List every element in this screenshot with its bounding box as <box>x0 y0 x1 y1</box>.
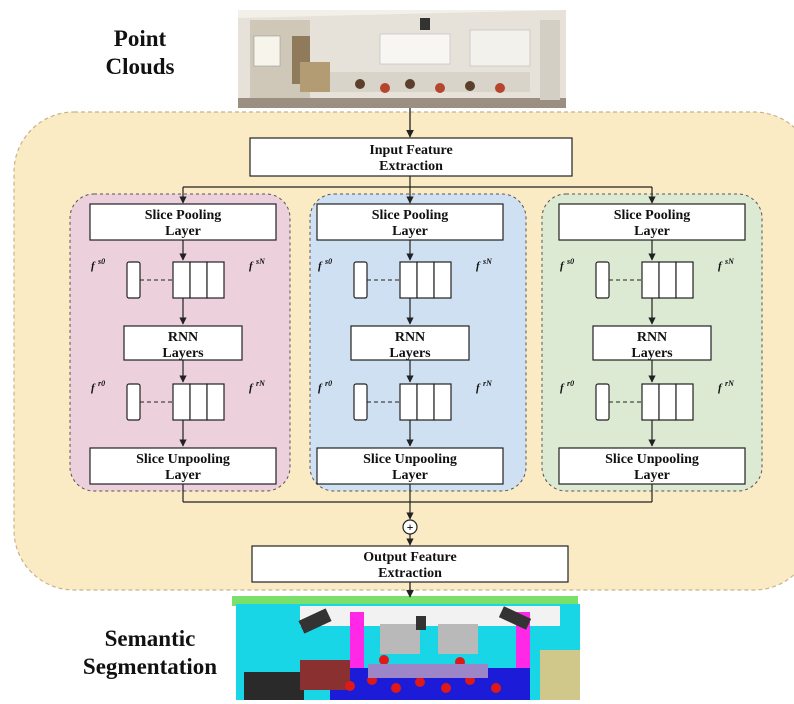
rnn-layers-box-label: RNN <box>637 330 667 345</box>
rnn-layers-box-label: Layers <box>631 346 673 361</box>
input-feature-box <box>249 137 573 177</box>
slice-feature-row-vector <box>641 261 660 299</box>
slice-feature-row-label-left: f <box>318 260 323 272</box>
slice-feature-row-label-right-sup: sN <box>255 257 266 266</box>
slice-feature-row-label-right-sup: sN <box>724 257 735 266</box>
slice-feature-row-vector <box>399 261 418 299</box>
rnn-feature-row-label-left-sup: r0 <box>567 379 574 388</box>
rnn-feature-row-vector <box>641 383 660 421</box>
slice-unpooling-box-label: Layer <box>634 468 670 483</box>
sum-symbol: + <box>407 520 414 534</box>
slice-feature-row-vector <box>658 261 677 299</box>
rnn-feature-row-vector <box>658 383 677 421</box>
slice-unpooling-box-label: Slice Unpooling <box>363 452 457 467</box>
rnn-feature-row-vector <box>172 383 191 421</box>
slice-pooling-box-label: Slice Pooling <box>372 208 449 223</box>
rnn-feature-row-vector <box>126 383 141 421</box>
rnn-feature-row-label-left: f <box>560 382 565 394</box>
output-feature-label: Extraction <box>378 566 442 581</box>
slice-feature-row-label-right: f <box>718 260 723 272</box>
slice-feature-row-label-left-sup: s0 <box>566 257 574 266</box>
rnn-feature-row-label-left: f <box>318 382 323 394</box>
slice-feature-row-label-left-sup: s0 <box>324 257 332 266</box>
slice-feature-row-label-right: f <box>476 260 481 272</box>
rnn-feature-row-vector <box>416 383 435 421</box>
rnn-layers-box-label: Layers <box>162 346 204 361</box>
slice-pooling-box-label: Layer <box>165 224 201 239</box>
rnn-feature-row-label-right-sup: rN <box>256 379 266 388</box>
rnn-feature-row-vector <box>189 383 208 421</box>
rnn-layers-box-label: RNN <box>395 330 425 345</box>
slice-unpooling-box-label: Slice Unpooling <box>136 452 230 467</box>
rnn-feature-row-vector <box>675 383 694 421</box>
output-feature-label: Output Feature <box>363 550 456 565</box>
rnn-feature-row-vector <box>353 383 368 421</box>
slice-pooling-box <box>558 203 746 241</box>
slice-pooling-box-label: Layer <box>634 224 670 239</box>
rnn-feature-row-vector <box>433 383 452 421</box>
point-clouds-label: Clouds <box>105 54 174 79</box>
slice-feature-row-label-right: f <box>249 260 254 272</box>
rnn-feature-row-label-left: f <box>91 382 96 394</box>
rnn-feature-row-label-right: f <box>718 382 723 394</box>
slice-pooling-box <box>89 203 277 241</box>
slice-feature-row-label-right-sup: sN <box>482 257 493 266</box>
slice-feature-row-vector <box>206 261 225 299</box>
slice-pooling-box-label: Slice Pooling <box>614 208 691 223</box>
point-clouds-label: Point <box>114 26 167 51</box>
slice-feature-row-vector <box>353 261 368 299</box>
slice-feature-row-label-left: f <box>91 260 96 272</box>
slice-pooling-box <box>316 203 504 241</box>
rnn-feature-row-label-right-sup: rN <box>483 379 493 388</box>
rnn-feature-row-label-right-sup: rN <box>725 379 735 388</box>
rnn-feature-row-vector <box>595 383 610 421</box>
semantic-segmentation-label: Segmentation <box>83 654 217 679</box>
slice-feature-row-vector <box>433 261 452 299</box>
semantic-segmentation-label: Semantic <box>105 626 196 651</box>
rnn-layers-box-label: RNN <box>168 330 198 345</box>
slice-feature-row-label-left-sup: s0 <box>97 257 105 266</box>
slice-feature-row-vector <box>189 261 208 299</box>
rnn-feature-row-vector <box>399 383 418 421</box>
slice-pooling-box-label: Layer <box>392 224 428 239</box>
output-feature-box <box>251 545 569 583</box>
slice-unpooling-box-label: Slice Unpooling <box>605 452 699 467</box>
rnn-layers-box <box>123 325 243 361</box>
slice-pooling-box-label: Slice Pooling <box>145 208 222 223</box>
slice-feature-row-vector <box>595 261 610 299</box>
segmentation-image <box>232 596 580 700</box>
rnn-feature-row-vector <box>206 383 225 421</box>
slice-feature-row-vector <box>416 261 435 299</box>
slice-unpooling-box <box>558 447 746 485</box>
rnn-layers-box-label: Layers <box>389 346 431 361</box>
slice-feature-row-vector <box>172 261 191 299</box>
rnn-feature-row-label-left-sup: r0 <box>325 379 332 388</box>
rnn-feature-row-label-right: f <box>476 382 481 394</box>
slice-unpooling-box <box>89 447 277 485</box>
point-cloud-image <box>238 10 566 108</box>
rnn-feature-row-label-right: f <box>249 382 254 394</box>
slice-feature-row-label-left: f <box>560 260 565 272</box>
rnn-layers-box <box>350 325 470 361</box>
input-feature-label: Input Feature <box>369 143 452 158</box>
input-feature-label: Extraction <box>379 159 443 174</box>
slice-feature-row-vector <box>675 261 694 299</box>
slice-feature-row-vector <box>126 261 141 299</box>
slice-unpooling-box-label: Layer <box>392 468 428 483</box>
rnn-feature-row-label-left-sup: r0 <box>98 379 105 388</box>
slice-unpooling-box-label: Layer <box>165 468 201 483</box>
rnn-layers-box <box>592 325 712 361</box>
slice-unpooling-box <box>316 447 504 485</box>
